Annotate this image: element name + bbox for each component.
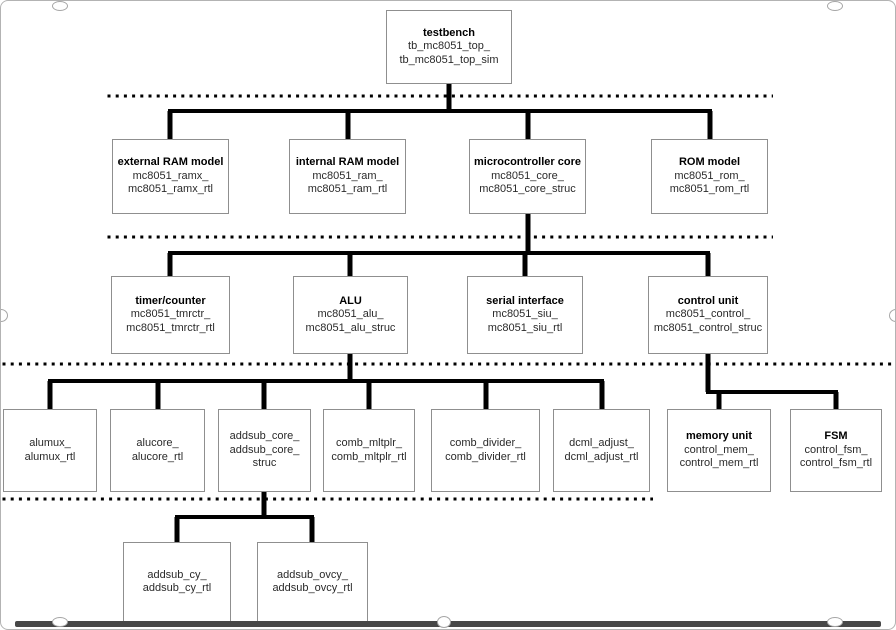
node-addsub-ovcy: addsub_ovcy_addsub_ovcy_rtl bbox=[257, 542, 368, 622]
node-entity-name: mc8051_ram_rtl bbox=[307, 183, 388, 196]
node-title: ROM model bbox=[678, 156, 741, 169]
node-title: microcontroller core bbox=[474, 156, 581, 169]
node-entity-name: dcml_adjust_rtl bbox=[564, 450, 639, 463]
node-entity-name: dcml_adjust_ bbox=[569, 437, 634, 449]
node-title: external RAM model bbox=[117, 156, 224, 169]
node-entity-name: mc8051_core_struc bbox=[479, 183, 576, 196]
node-entity-name: comb_divider_rtl bbox=[445, 450, 526, 463]
node-title: ALU bbox=[339, 294, 362, 307]
node-entity-name: control_fsm_rtl bbox=[799, 457, 873, 470]
node-entity-name: addsub_core_ bbox=[229, 443, 300, 456]
border-ornament-bottom-left bbox=[52, 617, 68, 627]
node-entity-name: addsub_ovcy_rtl bbox=[272, 582, 353, 594]
node-entity-name: alumux_rtl bbox=[24, 450, 76, 463]
node-entity-name: mc8051_tmrctr_ bbox=[130, 308, 211, 321]
node-entity-name: mc8051_control_struc bbox=[653, 321, 763, 334]
node-entity-name: tb_mc8051_top_ bbox=[408, 40, 490, 53]
node-entity-name: struc bbox=[252, 457, 277, 470]
node-addsub-cy: addsub_cy_addsub_cy_rtl bbox=[123, 542, 231, 622]
node-entity-name: control_fsm_ bbox=[804, 443, 868, 456]
node-entity-name: mc8051_ram_ bbox=[312, 169, 383, 182]
border-ornament-bottom-center bbox=[437, 616, 451, 628]
node-entity-name: alumux_ bbox=[29, 437, 71, 449]
node-entity-name: mc8051_core_ bbox=[491, 169, 564, 182]
node-entity-name: alucore_rtl bbox=[131, 450, 184, 463]
node-entity-name: addsub_ovcy_ bbox=[277, 568, 348, 581]
node-entity-name: tb_mc8051_top_sim bbox=[399, 53, 499, 66]
node-title: control unit bbox=[677, 294, 739, 307]
node-entity-name: comb_mltplr_ bbox=[335, 437, 403, 449]
node-entity-name: mc8051_siu_rtl bbox=[487, 321, 563, 334]
border-ornament-mid-right bbox=[889, 309, 896, 322]
node-entity-name: mc8051_ramx_rtl bbox=[128, 183, 213, 196]
node-entity-name: addsub_cy_rtl bbox=[142, 582, 212, 594]
node-title: testbench bbox=[423, 26, 475, 39]
node-title: timer/counter bbox=[135, 294, 206, 307]
node-title: FSM bbox=[824, 430, 848, 443]
node-dcml-adjust: dcml_adjust_dcml_adjust_rtl bbox=[553, 409, 650, 492]
node-entity-name: mc8051_rom_ bbox=[674, 169, 745, 182]
node-addsub-core: addsub_core_addsub_core_struc bbox=[218, 409, 311, 492]
node-entity-name: comb_divider_ bbox=[449, 437, 522, 449]
node-entity-name: mc8051_control_ bbox=[665, 308, 751, 321]
node-entity-name: mc8051_ramx_ bbox=[132, 169, 209, 182]
node-comb-mltplr: comb_mltplr_comb_mltplr_rtl bbox=[323, 409, 415, 492]
border-ornament-top-right bbox=[827, 1, 843, 11]
node-entity-name: alucore_ bbox=[136, 437, 179, 449]
node-entity-name: mc8051_siu_ bbox=[492, 308, 558, 321]
node-entity-name: mc8051_rom_rtl bbox=[669, 183, 750, 196]
node-entity-name: mc8051_alu_struc bbox=[305, 321, 396, 334]
node-entity-name: mc8051_tmrctr_rtl bbox=[126, 321, 215, 334]
node-entity-name: comb_mltplr_rtl bbox=[331, 450, 407, 463]
border-ornament-bottom-right bbox=[827, 617, 843, 627]
node-comb-divider: comb_divider_comb_divider_rtl bbox=[431, 409, 540, 492]
node-title: memory unit bbox=[685, 430, 752, 443]
node-alucore: alucore_alucore_rtl bbox=[110, 409, 205, 492]
node-entity-name: addsub_cy_ bbox=[147, 568, 207, 581]
border-ornament-top-left bbox=[52, 1, 68, 11]
node-entity-name: control_mem_rtl bbox=[679, 457, 759, 470]
node-entity-name: addsub_core_ bbox=[229, 430, 300, 443]
node-title: internal RAM model bbox=[295, 156, 400, 169]
node-entity-name: mc8051_alu_ bbox=[317, 308, 384, 321]
node-title: serial interface bbox=[486, 294, 564, 307]
node-entity-name: control_mem_ bbox=[684, 443, 754, 456]
node-alumux: alumux_alumux_rtl bbox=[3, 409, 97, 492]
